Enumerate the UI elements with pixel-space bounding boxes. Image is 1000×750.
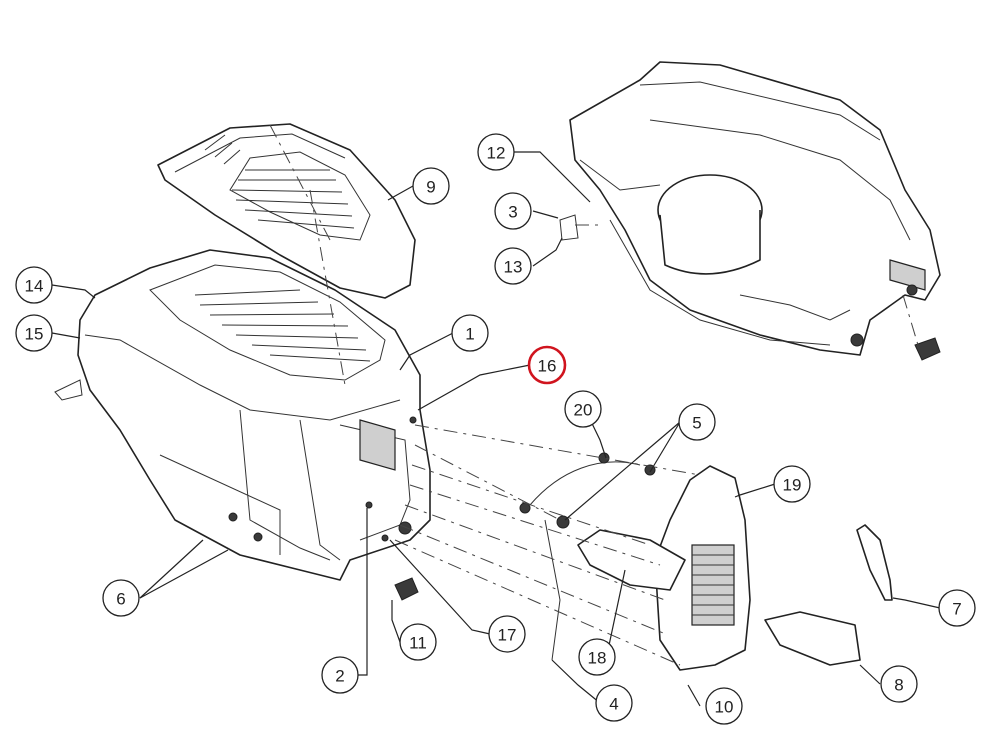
callout-label: 1 [465,325,474,344]
callout-label: 6 [116,590,125,609]
callout-circle [412,167,450,205]
rear-hood-assembly [559,61,941,361]
callout-label: 5 [692,414,701,433]
callout-circle [527,345,567,385]
callout-label: 12 [487,144,506,163]
fasteners [365,416,419,601]
callout-17: 17 [488,615,526,653]
callout-label: 10 [715,698,734,717]
callout-label: 18 [588,649,607,668]
callout-circle [938,589,976,627]
callout-label: 8 [894,676,903,695]
callout-circle [451,314,489,352]
callout-label: 3 [508,203,517,222]
callout-18: 18 [578,638,616,676]
callout-3: 3 [494,192,532,230]
callout-label: 20 [574,401,593,420]
callout-11: 11 [399,623,437,661]
callout-circle [705,687,743,725]
callout-label: 7 [952,600,961,619]
callout-label: 11 [409,634,427,653]
callout-circle [494,192,532,230]
leader-lines [51,151,941,707]
callout-circle [564,390,602,428]
callout-8: 8 [880,665,918,703]
callout-label: 14 [25,277,44,296]
callout-label: 9 [426,178,435,197]
callout-19: 19 [773,465,811,503]
callout-7: 7 [938,589,976,627]
callout-circle [399,623,437,661]
callout-1: 1 [451,314,489,352]
callout-circle [321,656,359,694]
callout-16: 16 [527,345,567,385]
callout-6: 6 [102,579,140,617]
main-hood [54,249,431,581]
callout-circle [494,247,532,285]
callout-label: 17 [498,626,517,645]
callout-label: 15 [25,325,44,344]
callout-4: 4 [595,684,633,722]
top-vent-cover [157,123,416,299]
callout-circle [578,638,616,676]
callout-circle [15,314,53,352]
callout-10: 10 [705,687,743,725]
callout-2: 2 [321,656,359,694]
callout-circle [477,133,515,171]
callout-circle [595,684,633,722]
front-grille-assembly [519,452,893,671]
callout-circle [678,403,716,441]
callout-13: 13 [494,247,532,285]
callout-20: 20 [564,390,602,428]
assembly-lines [269,124,919,666]
callout-9: 9 [412,167,450,205]
callout-circle [102,579,140,617]
callout-label: 19 [783,476,802,495]
callout-label: 2 [335,667,344,686]
callout-circle [488,615,526,653]
callout-circle [15,266,53,304]
callout-14: 14 [15,266,53,304]
callout-circle [773,465,811,503]
callout-15: 15 [15,314,53,352]
callout-label: 16 [538,357,557,376]
callout-label: 13 [504,258,523,277]
callout-5: 5 [678,403,716,441]
callout-label: 4 [609,695,618,714]
callout-12: 12 [477,133,515,171]
callout-circle [880,665,918,703]
